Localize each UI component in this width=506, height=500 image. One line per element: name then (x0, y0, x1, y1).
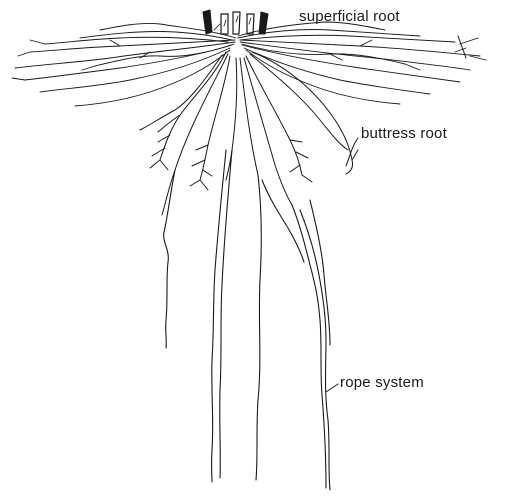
rope-system-label: rope system (340, 374, 424, 391)
rope-roots (164, 150, 330, 490)
buttress-root-label: buttress root (361, 125, 447, 142)
rope-system-leader (326, 384, 338, 392)
superficial-root-leader (458, 36, 466, 58)
superficial-root-label: superficial root (299, 8, 400, 25)
